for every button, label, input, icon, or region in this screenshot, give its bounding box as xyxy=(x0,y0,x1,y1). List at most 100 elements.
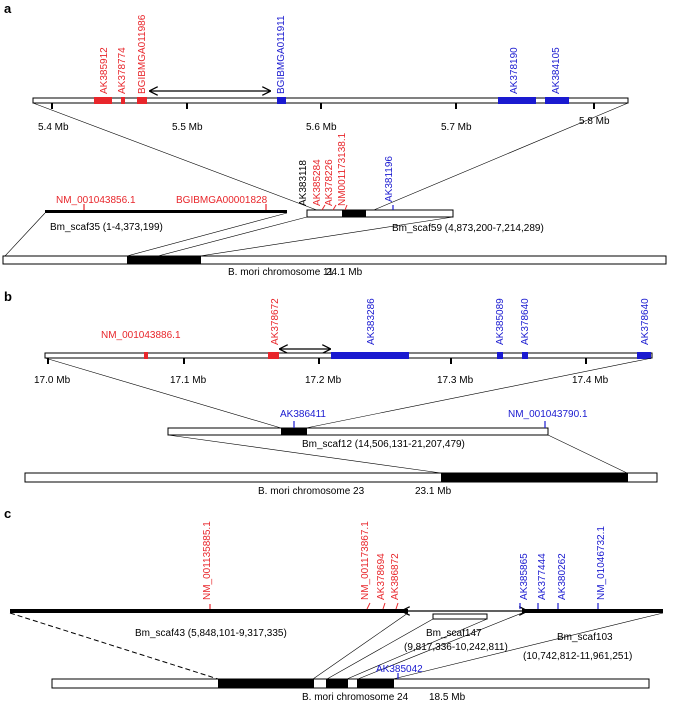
region-ticks-a xyxy=(51,103,595,109)
tick-label: 5.7 Mb xyxy=(441,122,472,133)
chromosome-size: 18.5 Mb xyxy=(429,692,466,703)
scaffold-label: Bm_scaf59 (4,873,200-7,214,289) xyxy=(392,223,544,234)
tick-label: 17.3 Mb xyxy=(437,375,474,386)
gene-label: BGIBMGA011911 xyxy=(276,15,287,94)
chromosome-size: 23.1 Mb xyxy=(415,486,452,497)
projection-line xyxy=(167,434,442,474)
projection-line xyxy=(392,612,664,680)
tick-label: 5.5 Mb xyxy=(172,122,203,133)
scaffold-bar-scaf12 xyxy=(167,427,549,436)
chromosome-label: B. mori chromosome 24 xyxy=(302,692,409,703)
gene-block-red xyxy=(268,352,279,359)
gene-label: BGIBMGA011986 xyxy=(137,14,148,94)
gene-label: AK378226 xyxy=(324,159,335,206)
gene-label: NM_001135885.1 xyxy=(202,521,213,600)
projection-line xyxy=(199,216,454,257)
projection-line xyxy=(157,216,308,257)
gene-block-blue xyxy=(498,97,536,104)
chromosome-bar-23 xyxy=(24,472,658,483)
region-bar-a xyxy=(32,97,629,104)
projection-line xyxy=(312,612,409,680)
projection-line xyxy=(32,102,323,213)
scaffold-label: Bm_scaf12 (14,506,131-21,207,479) xyxy=(302,439,465,450)
scaffold-bar-scaf35 xyxy=(45,210,287,213)
gene-label: AK385042 xyxy=(376,664,423,675)
tick-label: 17.2 Mb xyxy=(305,375,342,386)
chromosome-label: B. mori chromosome 11 xyxy=(228,267,334,278)
scaffold-label: Bm_scaf147 xyxy=(426,628,482,639)
scaffold-label: Bm_scaf35 (1-4,373,199) xyxy=(50,222,163,233)
gene-label: AK380262 xyxy=(557,553,568,600)
chromosome-region-block xyxy=(326,679,348,688)
tick-label: 5.4 Mb xyxy=(38,122,69,133)
chromosome-label: B. mori chromosome 23 xyxy=(258,486,365,497)
gene-block-red xyxy=(121,97,125,104)
gene-block-blue xyxy=(637,352,651,359)
scaffold-label: (9,817,336-10,242,811) xyxy=(404,642,508,653)
chromosome-bar-11 xyxy=(2,255,667,265)
panel-b: b 17.0 Mb 17.1 Mb 17.2 Mb 17.3 Mb 17.4 M… xyxy=(4,289,658,497)
gene-label: AK383286 xyxy=(366,298,377,345)
gene-block-blue xyxy=(277,97,286,104)
tick-label: 17.0 Mb xyxy=(34,375,71,386)
region-ticks-b xyxy=(47,358,587,364)
gene-label: NM_01046732.1 xyxy=(596,526,607,600)
gene-label: AK378640 xyxy=(640,298,651,345)
tick-label: 5.8 Mb xyxy=(579,116,610,127)
panel-label-c: c xyxy=(4,506,11,521)
gene-label: AK385912 xyxy=(99,47,110,94)
panel-c: c NM_001135885.1 NM_001173867.1 AK378694… xyxy=(4,506,664,703)
gene-label: AK378774 xyxy=(117,47,128,94)
scaffold-label: Bm_scaf103 xyxy=(557,632,613,643)
tick-label: 17.1 Mb xyxy=(170,375,207,386)
gene-block-blue xyxy=(545,97,569,104)
gene-label: AK378190 xyxy=(509,47,520,94)
gene-mark-red xyxy=(344,204,348,211)
panel-a: a 5.4 Mb 5.5 Mb 5.6 Mb 5.7 Mb 5.8 Mb AK3… xyxy=(2,1,667,278)
chromosome-region-block xyxy=(218,679,314,688)
gene-label: NM001173138.1 xyxy=(337,132,348,206)
chromosome-bar-24 xyxy=(51,678,650,689)
gene-block-red xyxy=(137,97,147,104)
gene-label: AK383118 xyxy=(298,160,309,206)
gene-mark-red xyxy=(382,602,386,610)
chromosome-region-block xyxy=(441,473,628,482)
scaffold-bar-scaf147 xyxy=(432,613,488,620)
gene-label: AK378640 xyxy=(520,298,531,345)
chromosome-size: 24.1 Mb xyxy=(326,267,363,278)
gene-block-red xyxy=(94,97,112,104)
gene-block-blue xyxy=(331,352,409,359)
gene-label: AK385089 xyxy=(495,298,506,345)
gene-label: AK386411 xyxy=(280,409,326,420)
panel-label-b: b xyxy=(4,289,12,304)
scaffold-label: (10,742,812-11,961,251) xyxy=(523,651,632,662)
projection-line xyxy=(305,357,653,429)
gene-label: AK378694 xyxy=(376,553,387,600)
tick-label: 17.4 Mb xyxy=(572,375,609,386)
gene-label: AK385284 xyxy=(312,159,323,206)
scaffold-region-block xyxy=(342,210,366,217)
gene-block-blue xyxy=(497,352,503,359)
gene-mark-red xyxy=(332,204,337,211)
projection-line xyxy=(326,618,434,680)
gene-label: BGIBMGA00001828 xyxy=(176,195,268,206)
gene-label: AK381196 xyxy=(384,156,395,202)
projection-line xyxy=(346,618,488,680)
chromosome-region-block xyxy=(357,679,394,688)
scaffold-label: Bm_scaf43 (5,848,101-9,317,335) xyxy=(135,628,287,639)
gene-label: NM_001173867.1 xyxy=(360,521,371,600)
projection-line xyxy=(4,212,46,257)
scaffold-bar-scaf103 xyxy=(522,609,663,613)
chromosome-region-block xyxy=(127,256,201,264)
projection-line-dashed xyxy=(9,612,219,680)
gene-block-blue xyxy=(522,352,528,359)
gene-label: AK378672 xyxy=(270,298,281,345)
gene-label: NM_001043886.1 xyxy=(101,330,181,341)
projection-line xyxy=(44,357,282,429)
gene-mark-red xyxy=(366,602,371,610)
gene-label: NM_001043790.1 xyxy=(508,409,588,420)
gene-block-red xyxy=(144,352,148,359)
panel-label-a: a xyxy=(4,1,12,16)
gene-label: AK386872 xyxy=(390,553,401,600)
